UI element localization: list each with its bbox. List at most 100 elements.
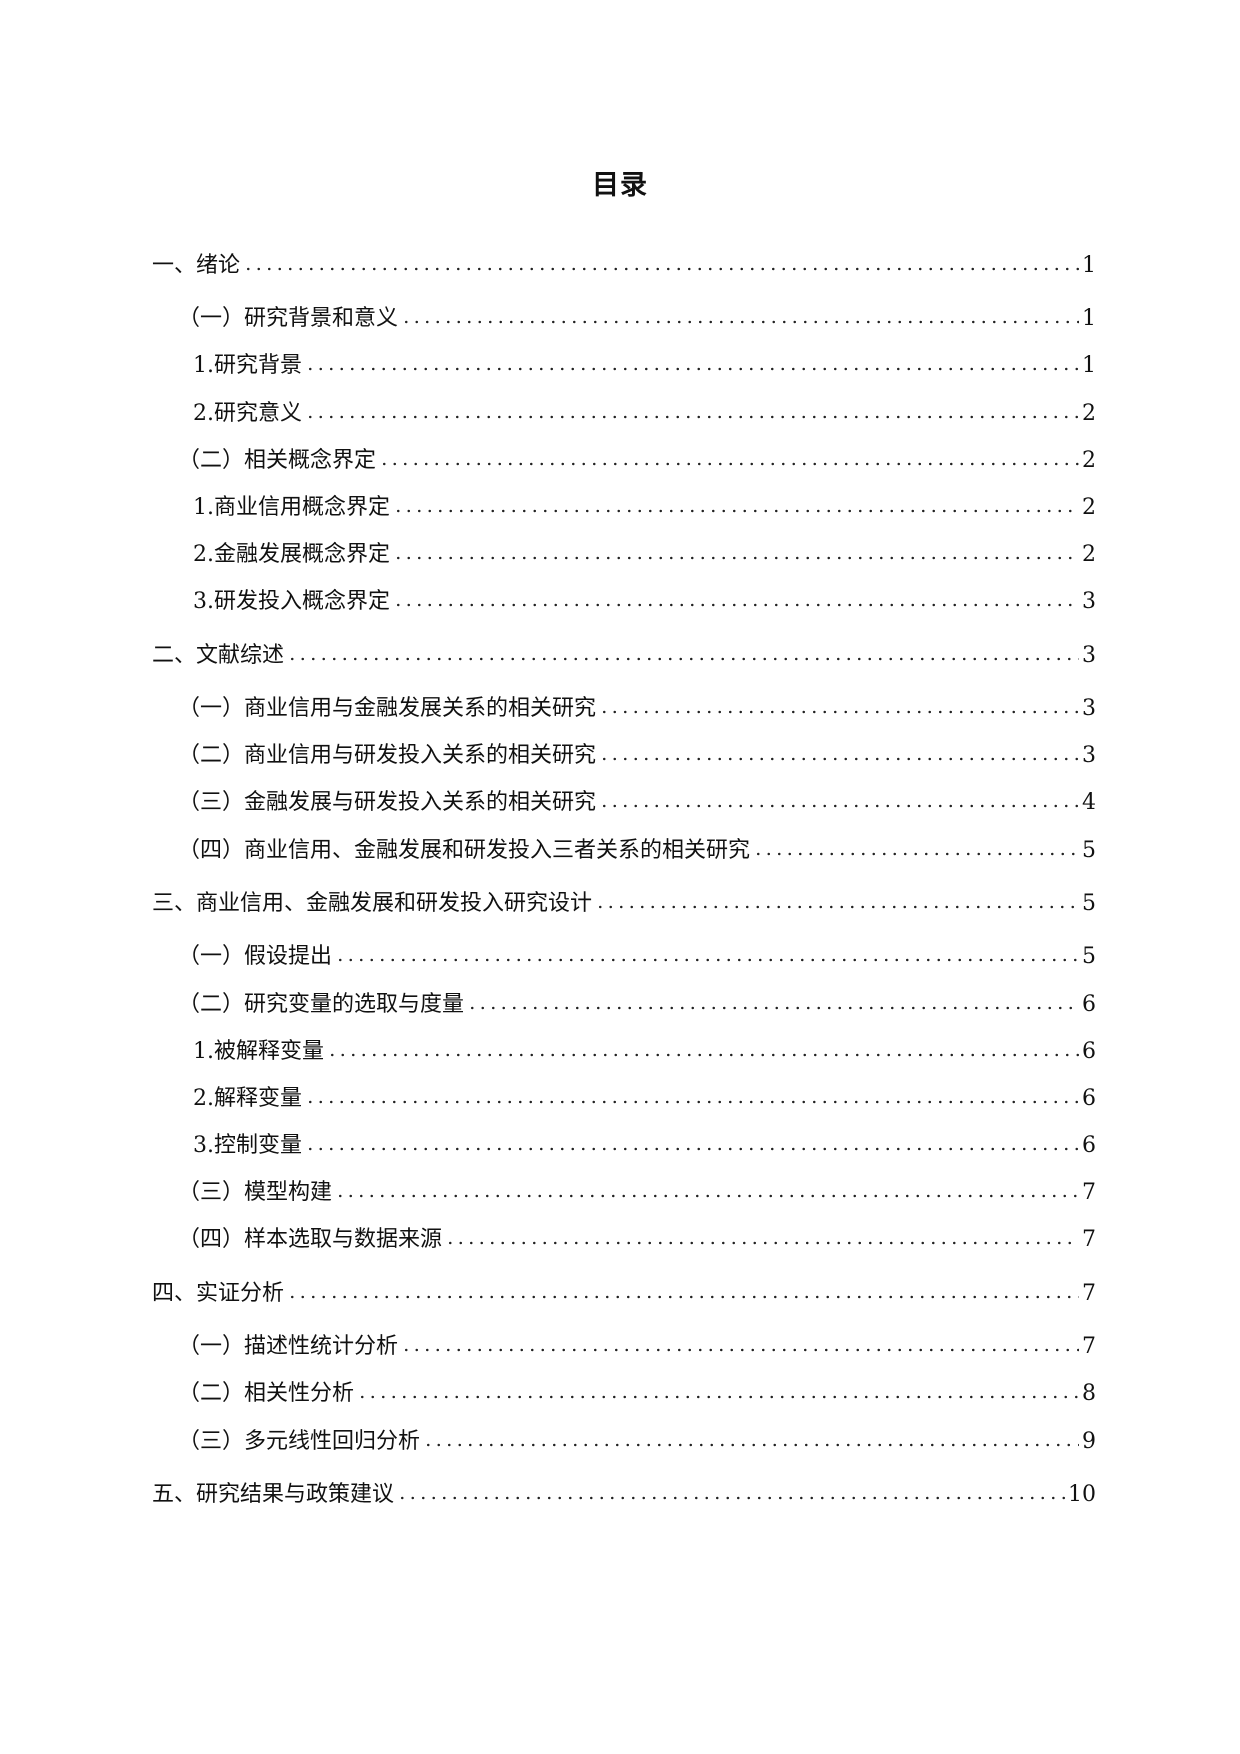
toc-entry-page-number: 1 bbox=[1082, 306, 1096, 332]
toc-entry-label: 3.研发投入概念界定 bbox=[193, 589, 390, 615]
dot-leader bbox=[379, 461, 1079, 466]
toc-entry[interactable]: （一）研究背景和意义 1 bbox=[152, 295, 1096, 342]
toc-entry-page-number: 7 bbox=[1082, 1227, 1096, 1253]
toc-entry[interactable]: 1.被解释变量 6 bbox=[152, 1028, 1096, 1075]
toc-entry-page-number: 2 bbox=[1082, 400, 1096, 426]
toc-entry-page-number: 10 bbox=[1068, 1481, 1096, 1507]
toc-entry-page-number: 8 bbox=[1082, 1381, 1096, 1407]
toc-entry[interactable]: 五、研究结果与政策建议 10 bbox=[152, 1471, 1096, 1518]
dot-leader bbox=[599, 757, 1079, 762]
dot-leader bbox=[753, 851, 1079, 856]
dot-leader bbox=[335, 958, 1079, 963]
toc-entry-page-number: 3 bbox=[1082, 696, 1096, 722]
toc-entry-page-number: 2 bbox=[1082, 542, 1096, 568]
dot-leader bbox=[397, 1495, 1065, 1500]
toc-entry-page-number: 9 bbox=[1082, 1428, 1096, 1454]
toc-entry-label: （三）模型构建 bbox=[178, 1180, 333, 1206]
dot-leader bbox=[305, 414, 1079, 419]
dot-leader bbox=[423, 1442, 1079, 1447]
toc-entry-page-number: 7 bbox=[1082, 1334, 1096, 1360]
dot-leader bbox=[357, 1395, 1079, 1400]
toc-entry[interactable]: 3.控制变量 6 bbox=[152, 1122, 1096, 1169]
toc-entry-label: 2.金融发展概念界定 bbox=[193, 542, 390, 568]
toc-entry-page-number: 6 bbox=[1082, 1038, 1096, 1064]
toc-entry[interactable]: 2.金融发展概念界定 2 bbox=[152, 531, 1096, 578]
dot-leader bbox=[305, 1147, 1079, 1152]
toc-entry-page-number: 7 bbox=[1082, 1280, 1096, 1306]
toc-entry[interactable]: 1.研究背景 1 bbox=[152, 342, 1096, 389]
toc-entry-label: （一）研究背景和意义 bbox=[178, 306, 399, 332]
toc-entry-label: （一）商业信用与金融发展关系的相关研究 bbox=[178, 696, 597, 722]
toc-entry-page-number: 6 bbox=[1082, 1133, 1096, 1159]
toc-entry[interactable]: （一）商业信用与金融发展关系的相关研究 3 bbox=[152, 685, 1096, 732]
toc-entry[interactable]: 二、文献综述 3 bbox=[152, 632, 1096, 679]
toc-entry-page-number: 1 bbox=[1082, 353, 1096, 379]
dot-leader bbox=[243, 266, 1079, 271]
dot-leader bbox=[305, 1099, 1079, 1104]
toc-entry[interactable]: 3.研发投入概念界定 3 bbox=[152, 578, 1096, 625]
toc-entry[interactable]: （一）假设提出 5 bbox=[152, 933, 1096, 980]
dot-leader bbox=[595, 904, 1079, 909]
page-title: 目录 bbox=[592, 170, 648, 201]
toc-entry-label: （三）多元线性回归分析 bbox=[178, 1428, 421, 1454]
dot-leader bbox=[393, 508, 1079, 513]
toc-entry[interactable]: 2.研究意义 2 bbox=[152, 390, 1096, 437]
toc-entry-label: 3.控制变量 bbox=[193, 1133, 302, 1159]
toc-entry-page-number: 3 bbox=[1082, 743, 1096, 769]
toc-entry[interactable]: （三）多元线性回归分析 9 bbox=[152, 1418, 1096, 1465]
toc-entry[interactable]: 2.解释变量 6 bbox=[152, 1075, 1096, 1122]
toc-entry-label: 1.商业信用概念界定 bbox=[193, 494, 390, 520]
toc-entry[interactable]: （四）商业信用、金融发展和研发投入三者关系的相关研究 5 bbox=[152, 827, 1096, 874]
toc-entry-page-number: 3 bbox=[1082, 642, 1096, 668]
toc-entry-page-number: 2 bbox=[1082, 447, 1096, 473]
table-of-contents: 一、绪论 1 （一）研究背景和意义 1 1.研究背景 1 2.研究意义 2 （二）相关概念界定 2… bbox=[152, 236, 1096, 1525]
toc-entry-label: 1.被解释变量 bbox=[193, 1038, 324, 1064]
dot-leader bbox=[393, 603, 1079, 608]
dot-leader bbox=[287, 1294, 1079, 1299]
toc-entry[interactable]: （四）样本选取与数据来源 7 bbox=[152, 1216, 1096, 1263]
dot-leader bbox=[393, 556, 1079, 561]
toc-entry-page-number: 6 bbox=[1082, 991, 1096, 1017]
dot-leader bbox=[305, 367, 1079, 372]
dot-leader bbox=[401, 1348, 1079, 1353]
toc-entry-page-number: 1 bbox=[1082, 252, 1096, 278]
toc-entry-label: （四）样本选取与数据来源 bbox=[178, 1227, 443, 1253]
toc-entry[interactable]: 一、绪论 1 bbox=[152, 242, 1096, 289]
toc-entry-label: 五、研究结果与政策建议 bbox=[152, 1481, 395, 1507]
toc-entry-label: （二）研究变量的选取与度量 bbox=[178, 991, 465, 1017]
toc-entry-page-number: 5 bbox=[1082, 890, 1096, 916]
toc-entry-label: 一、绪论 bbox=[152, 252, 241, 278]
toc-entry-page-number: 5 bbox=[1082, 944, 1096, 970]
toc-entry-label: 三、商业信用、金融发展和研发投入研究设计 bbox=[152, 890, 593, 916]
toc-entry-page-number: 3 bbox=[1082, 589, 1096, 615]
toc-entry-label: （二）相关概念界定 bbox=[178, 447, 377, 473]
dot-leader bbox=[287, 656, 1079, 661]
dot-leader bbox=[335, 1194, 1079, 1199]
toc-entry-label: （四）商业信用、金融发展和研发投入三者关系的相关研究 bbox=[178, 837, 751, 863]
dot-leader bbox=[467, 1005, 1079, 1010]
dot-leader bbox=[327, 1052, 1079, 1057]
toc-entry[interactable]: 三、商业信用、金融发展和研发投入研究设计 5 bbox=[152, 880, 1096, 927]
toc-entry[interactable]: （二）相关概念界定 2 bbox=[152, 437, 1096, 484]
dot-leader bbox=[445, 1241, 1079, 1246]
toc-entry-page-number: 6 bbox=[1082, 1085, 1096, 1111]
toc-entry-label: 1.研究背景 bbox=[193, 353, 302, 379]
toc-entry-label: 2.解释变量 bbox=[193, 1085, 302, 1111]
toc-entry[interactable]: （一）描述性统计分析 7 bbox=[152, 1323, 1096, 1370]
toc-entry-label: （二）相关性分析 bbox=[178, 1381, 355, 1407]
toc-entry[interactable]: （二）相关性分析 8 bbox=[152, 1370, 1096, 1417]
toc-entry[interactable]: 1.商业信用概念界定 2 bbox=[152, 484, 1096, 531]
toc-entry-label: 2.研究意义 bbox=[193, 400, 302, 426]
toc-entry-page-number: 5 bbox=[1082, 837, 1096, 863]
dot-leader bbox=[599, 710, 1079, 715]
toc-entry-label: （一）假设提出 bbox=[178, 944, 333, 970]
toc-entry[interactable]: （二）研究变量的选取与度量 6 bbox=[152, 981, 1096, 1028]
toc-entry-page-number: 4 bbox=[1082, 790, 1096, 816]
toc-entry-label: 二、文献综述 bbox=[152, 642, 285, 668]
toc-entry-page-number: 2 bbox=[1082, 494, 1096, 520]
toc-entry-label: （一）描述性统计分析 bbox=[178, 1334, 399, 1360]
